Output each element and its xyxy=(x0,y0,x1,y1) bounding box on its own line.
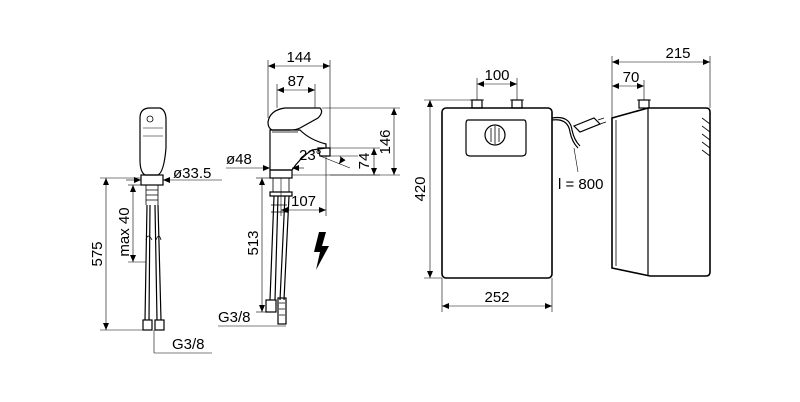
dim-max40-label: max 40 xyxy=(116,207,133,256)
faucet-front-view: 144 87 146 74 23° ø48 107 513 xyxy=(218,49,400,327)
heater-body xyxy=(441,107,553,279)
dim-100-label: 100 xyxy=(484,67,509,84)
faucet-front-hose-a xyxy=(269,195,279,301)
faucet-side-fitting-left xyxy=(142,319,153,331)
faucet-side-view: 575 max 40 ø33.5 G3/8 xyxy=(89,107,222,354)
faucet-side-fitting-right xyxy=(154,319,165,331)
dim-215-label: 215 xyxy=(665,45,690,62)
heater-connector-left xyxy=(471,99,483,109)
faucet-front-fitting-a xyxy=(265,299,277,313)
heater-side-body xyxy=(611,107,711,277)
dim-g38-faucet-label: G3/8 xyxy=(218,309,251,326)
faucet-side-head xyxy=(139,107,167,176)
dim-74-label: 74 xyxy=(356,153,373,170)
heater-connector-right xyxy=(511,99,523,109)
heater-control-panel xyxy=(465,119,527,157)
dim-87-label: 87 xyxy=(288,73,305,90)
dim-23-label: 23° xyxy=(299,147,322,164)
dim-575-label: 575 xyxy=(89,241,106,266)
faucet-base xyxy=(269,169,293,179)
dim-33-5-label: ø33.5 xyxy=(173,165,211,182)
faucet-side-logo xyxy=(146,115,154,123)
cable-length-label: l = 800 xyxy=(558,176,603,193)
heater-plug xyxy=(572,117,602,133)
dim-146-label: 146 xyxy=(377,129,394,154)
heater-knob xyxy=(484,124,506,146)
dim-70-label: 70 xyxy=(623,69,640,86)
heater-side-view: 215 70 xyxy=(611,45,711,277)
faucet-lever xyxy=(267,107,323,131)
heater-cable xyxy=(551,116,581,147)
dim-513-label: 513 xyxy=(245,230,262,255)
dim-144-label: 144 xyxy=(286,49,311,66)
dim-420-label: 420 xyxy=(412,176,429,201)
heater-front-view: 100 420 252 l = 800 xyxy=(412,67,607,312)
faucet-front-hose-b xyxy=(279,195,290,301)
dim-252-label: 252 xyxy=(484,289,509,306)
faucet-side-hose-right xyxy=(154,204,162,321)
dim-g38-side-label: G3/8 xyxy=(172,336,205,353)
lightning-bolt-icon xyxy=(314,232,329,270)
faucet-side-collar xyxy=(140,174,164,186)
faucet-side-hose-left xyxy=(144,204,151,321)
faucet-front-fitting-b xyxy=(277,297,287,325)
dim-107-label: 107 xyxy=(291,193,316,210)
dim-48-label: ø48 xyxy=(226,151,252,168)
heater-side-connector xyxy=(638,99,650,109)
